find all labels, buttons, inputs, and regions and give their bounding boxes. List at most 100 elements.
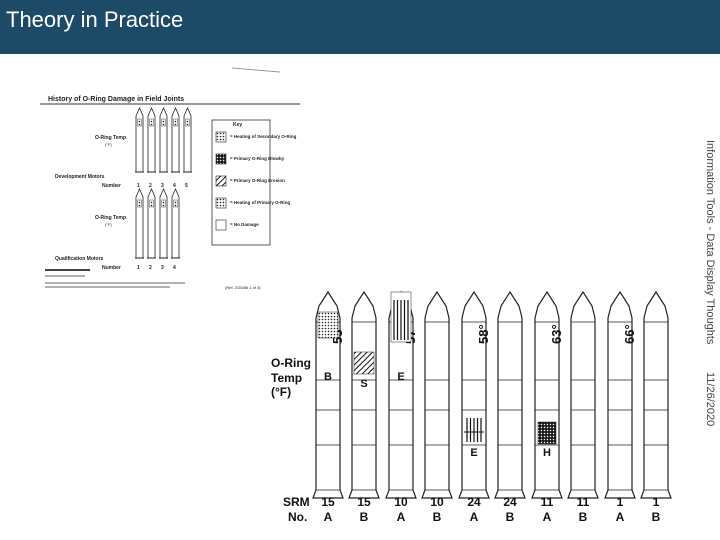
- small-qual-number: 4: [173, 265, 176, 271]
- small-rocket: [171, 188, 180, 259]
- damage-mark-blowby: [317, 311, 339, 339]
- small-dev-number: 3: [161, 183, 164, 189]
- rocket-body: [494, 290, 526, 499]
- small-dev-numbers: 1 2 3 4 5: [137, 183, 188, 189]
- rocket-srm-number: 10: [394, 495, 408, 509]
- small-dev-number: 1: [137, 183, 140, 189]
- rocket-body: [604, 290, 636, 499]
- rocket-body: [640, 290, 672, 499]
- rocket-srm-number: 11: [541, 495, 554, 509]
- small-ref-label: (Ref. 2/25/86 1 of 3): [225, 285, 261, 290]
- small-label-temp-mid-unit: (°F): [105, 222, 112, 227]
- rocket-srm-letter: B: [506, 510, 515, 524]
- small-rockets-mid: [135, 188, 180, 259]
- rocket-srm-letter: A: [543, 510, 552, 524]
- rocket-srm-letter: B: [579, 510, 588, 524]
- small-rocket: [171, 107, 180, 173]
- rocket-srm-number: 1: [617, 495, 624, 509]
- small-rocket: [147, 188, 156, 259]
- small-rocket: [183, 107, 192, 173]
- rocket-srm-letter: A: [616, 510, 625, 524]
- label-unit: (°F): [271, 385, 291, 399]
- rocket-temp: 63°: [549, 324, 564, 344]
- label-oring: O-Ring: [271, 356, 311, 370]
- rocket-srm-letter: A: [397, 510, 406, 524]
- rocket-srm-letter: A: [470, 510, 479, 524]
- small-qual-number: 2: [149, 265, 152, 271]
- small-rocket-mark: [161, 118, 166, 127]
- small-rocket: [147, 107, 156, 173]
- small-key-label: = No Damage: [230, 222, 259, 227]
- small-label-number: Number: [102, 183, 121, 189]
- small-dev-number: 2: [149, 183, 152, 189]
- small-rocket-mark: [149, 118, 154, 127]
- label-srm: SRM: [283, 495, 310, 509]
- small-rocket: [135, 188, 144, 259]
- rocket: 10B: [421, 290, 453, 524]
- small-label-temp-top: O-Ring Temp: [95, 135, 126, 141]
- small-rockets-top: [135, 107, 192, 173]
- label-no: No.: [288, 510, 307, 524]
- rocket-srm-number: 24: [503, 495, 517, 509]
- rocket-srm-number: 15: [357, 495, 371, 509]
- title-bar: Theory in Practice: [0, 0, 720, 54]
- rocket-srm-number: 24: [467, 495, 481, 509]
- damage-mark-soot: [353, 351, 375, 375]
- small-key-label: = Heating of Primary O-Ring: [230, 200, 290, 205]
- small-rocket-mark: [161, 199, 166, 208]
- rocket: 24B: [494, 290, 526, 524]
- damage-label: E: [470, 447, 477, 459]
- rocket-body: [531, 290, 563, 499]
- rocket-temp: 66°: [622, 324, 637, 344]
- small-label-number-2: Number: [102, 265, 121, 271]
- small-rocket: [135, 107, 144, 173]
- rocket-temp: 58°: [476, 324, 491, 344]
- scan-mark: [231, 67, 281, 73]
- small-label-temp-top-unit: (°F): [105, 142, 112, 147]
- rocket: 58° 24A E: [458, 290, 491, 524]
- damage-label: B: [324, 371, 332, 383]
- rocket-srm-number: 15: [321, 495, 335, 509]
- rocket: 66° 1A: [604, 290, 637, 524]
- small-qual-number: 1: [137, 265, 140, 271]
- damage-label: S: [360, 378, 367, 390]
- small-dev-number: 5: [185, 183, 188, 189]
- small-rocket-mark: [149, 199, 154, 208]
- rocket: 15B S: [348, 290, 380, 524]
- small-key: = Heating of Secondary O-Ring = Primary O…: [215, 131, 297, 231]
- small-rocket-mark: [185, 118, 190, 127]
- rocket-srm-letter: B: [360, 510, 369, 524]
- small-key-label: = Heating of Secondary O-Ring: [230, 134, 297, 139]
- slide-title: Theory in Practice: [6, 7, 184, 32]
- rocket-srm-letter: A: [324, 510, 333, 524]
- rocket-srm-number: 10: [430, 495, 444, 509]
- big-rockets: 53°15AB15BS57°10AE10B58°24AE24B63°11AH11…: [312, 290, 672, 524]
- rocket-body: [421, 290, 453, 499]
- small-key-label: = Primary O-Ring Erosion: [230, 178, 285, 183]
- rocket: 1B: [640, 290, 672, 524]
- small-doc-title: History of O-Ring Damage in Field Joints: [48, 96, 184, 103]
- rocket-srm-letter: B: [652, 510, 661, 524]
- small-rocket-mark: [173, 118, 178, 127]
- small-rocket-mark: [137, 118, 142, 127]
- rocket-body: [458, 290, 490, 499]
- small-key-swatch: [215, 175, 227, 187]
- rocket-srm-number: 1: [653, 495, 660, 509]
- small-label-temp-mid: O-Ring Temp: [95, 215, 126, 221]
- small-rocket-mark: [173, 199, 178, 208]
- small-dev-number: 4: [173, 183, 176, 189]
- small-key-swatch: [215, 197, 227, 209]
- small-key-swatch: [215, 219, 227, 231]
- damage-label: E: [397, 371, 404, 383]
- small-rocket: [159, 107, 168, 173]
- small-label-dev-motors: Development Motors: [55, 174, 105, 180]
- damage-mark-heating: [537, 421, 557, 445]
- small-key-label: = Primary O-Ring Blowby: [230, 156, 285, 161]
- rocket-body: [348, 290, 380, 499]
- rocket-body: [312, 290, 344, 499]
